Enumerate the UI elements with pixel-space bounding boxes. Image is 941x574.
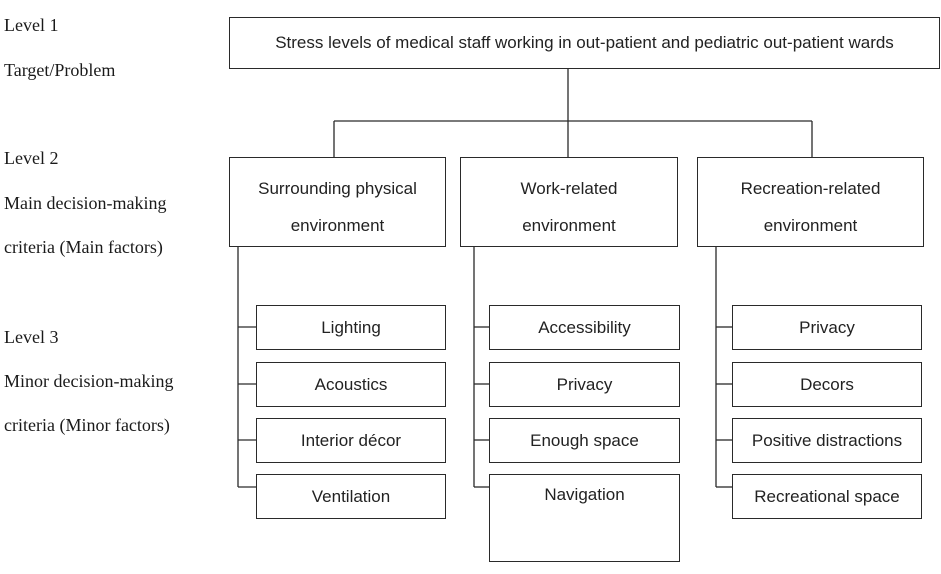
minor-factor-3-4: Recreational space (732, 474, 922, 519)
main-factor-box-3: Recreation-related environment (697, 157, 924, 247)
level-1-title: Level 1 (4, 15, 59, 35)
minor-factor-1-1-label: Lighting (321, 317, 381, 337)
minor-factor-2-3-label: Enough space (530, 430, 639, 450)
minor-factor-2-2-label: Privacy (556, 374, 613, 394)
minor-factor-3-1-label: Privacy (799, 317, 855, 337)
level-3-desc-line-2: criteria (Minor factors) (4, 415, 170, 435)
level-2-desc-line-2: criteria (Main factors) (4, 237, 163, 257)
minor-factor-1-4: Ventilation (256, 474, 446, 519)
main-factor-1-line-2: environment (290, 216, 385, 235)
minor-factor-2-4-label: Navigation (544, 485, 625, 504)
minor-factor-3-1: Privacy (732, 305, 922, 350)
level-2-desc-line-1: Main decision-making (4, 193, 167, 213)
level-2-title: Level 2 (4, 148, 59, 168)
minor-factor-2-3: Enough space (489, 418, 680, 463)
minor-factor-3-2-label: Decors (800, 374, 854, 394)
level-3-desc-line-1: Minor decision-making (4, 371, 174, 391)
level-1-desc: Target/Problem (4, 60, 116, 80)
minor-factor-1-3: Interior décor (256, 418, 446, 463)
minor-factor-1-2-label: Acoustics (314, 374, 388, 394)
minor-factor-2-4: Navigation (489, 474, 680, 562)
target-box: Stress levels of medical staff working i… (229, 17, 940, 69)
target-text: Stress levels of medical staff working i… (275, 33, 894, 52)
minor-factor-3-3-label: Positive distractions (751, 430, 903, 450)
minor-factor-2-1: Accessibility (489, 305, 680, 350)
main-factor-2-line-2: environment (522, 216, 616, 235)
main-factor-box-2: Work-related environment (460, 157, 678, 247)
minor-factor-3-4-label: Recreational space (754, 486, 900, 506)
minor-factor-3-2: Decors (732, 362, 922, 407)
minor-factor-3-3: Positive distractions (732, 418, 922, 463)
minor-factor-1-1: Lighting (256, 305, 446, 350)
minor-factor-2-2: Privacy (489, 362, 680, 407)
minor-factor-1-2: Acoustics (256, 362, 446, 407)
main-factor-box-1: Surrounding physical environment (229, 157, 446, 247)
main-factor-3-line-1: Recreation-related (740, 179, 881, 198)
minor-factor-2-1-label: Accessibility (538, 317, 631, 337)
main-factor-1-line-1: Surrounding physical (258, 179, 417, 198)
main-factor-3-line-2: environment (763, 216, 858, 235)
level-3-title: Level 3 (4, 327, 59, 347)
minor-factor-1-3-label: Interior décor (300, 430, 402, 450)
minor-factor-1-4-label: Ventilation (311, 486, 391, 506)
main-factor-2-line-1: Work-related (520, 179, 618, 198)
